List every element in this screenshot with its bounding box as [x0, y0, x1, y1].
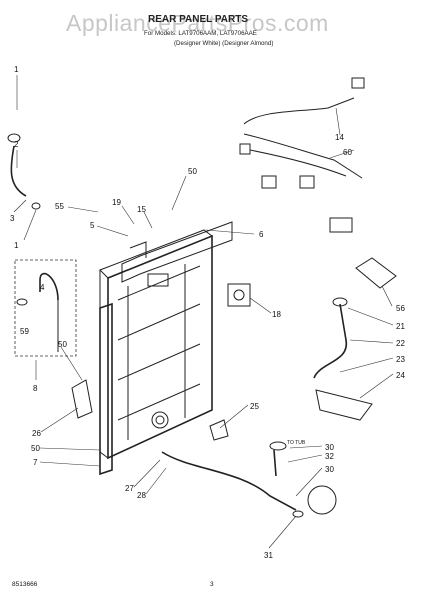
callout-26: 26 — [32, 429, 41, 438]
callout-4: 4 — [40, 283, 45, 292]
callout-2: 2 — [14, 140, 19, 149]
to-tub-label: TO TUB — [287, 440, 306, 446]
callout-25: 25 — [250, 402, 259, 411]
callout-3: 3 — [10, 214, 15, 223]
callout-50-left: 50 — [58, 340, 67, 349]
callout-24: 24 — [396, 371, 405, 380]
wiring-harness — [239, 77, 365, 233]
hose-kit-inset — [14, 259, 77, 357]
callout-14: 14 — [335, 133, 344, 142]
clip-25 — [209, 419, 229, 441]
footer-code: 8513666 — [12, 581, 38, 588]
callout-28: 28 — [137, 491, 146, 500]
watermark: AppliancePartsPros.com — [66, 10, 329, 36]
callout-50-top: 50 — [188, 167, 197, 176]
callout-15: 15 — [137, 205, 146, 214]
side-strip — [99, 302, 113, 476]
callout-1-bottom: 1 — [14, 241, 19, 250]
callout-32: 32 — [325, 452, 334, 461]
drain-hose — [313, 297, 373, 421]
water-valve — [227, 283, 251, 307]
callout-1-top: 1 — [14, 65, 19, 74]
callout-labels: 1 2 3 1 55 5 19 15 50 6 4 59 8 50 26 50 … — [10, 65, 405, 560]
callout-5: 5 — [90, 221, 95, 230]
callout-27: 27 — [125, 484, 134, 493]
callout-31: 31 — [264, 551, 273, 560]
diagram-title: REAR PANEL PARTS — [148, 14, 248, 25]
model-list: For Models: LAT9706AAM, LAT9706AAE — [144, 30, 257, 37]
leader-lines — [13, 75, 394, 549]
top-bracket — [121, 221, 233, 283]
color-variants: (Designer White) (Designer Almond) — [174, 40, 273, 47]
bracket-56 — [355, 257, 397, 289]
callout-50-bottom: 50 — [31, 444, 40, 453]
callout-19: 19 — [112, 198, 121, 207]
callout-21: 21 — [396, 322, 405, 331]
callout-55: 55 — [55, 202, 64, 211]
callout-30-bottom: 30 — [325, 465, 334, 474]
mount-bracket — [71, 379, 93, 419]
callout-6: 6 — [259, 230, 264, 239]
inlet-hose — [7, 133, 41, 210]
callout-18: 18 — [272, 310, 281, 319]
rear-panel — [99, 229, 213, 460]
callout-56: 56 — [396, 304, 405, 313]
callout-22: 22 — [396, 339, 405, 348]
page-number: 3 — [210, 581, 214, 588]
callout-30-top: 30 — [325, 443, 334, 452]
callout-23: 23 — [396, 355, 405, 364]
callout-59: 59 — [20, 327, 29, 336]
callout-60: 60 — [343, 148, 352, 157]
bottom-hose — [161, 441, 337, 518]
callout-7: 7 — [33, 458, 38, 467]
callout-8: 8 — [33, 384, 38, 393]
